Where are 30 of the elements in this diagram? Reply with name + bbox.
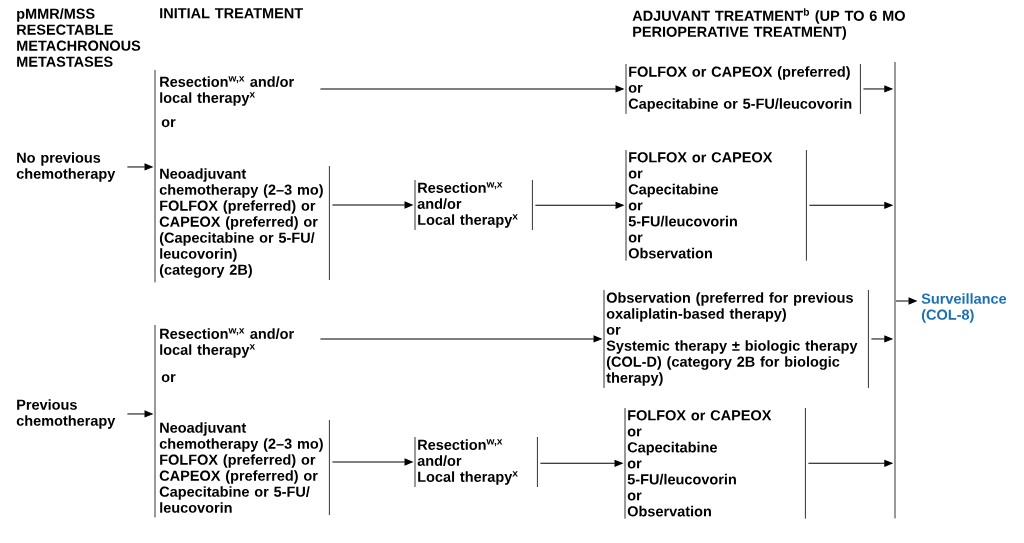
arrow (126, 410, 153, 418)
treatment-box: Resection$^{w,x}$ and/or Local therapy$^{x}$ (414, 179, 533, 231)
arrow (539, 459, 623, 467)
arrow (808, 201, 893, 209)
treatment-box: Observation (preferred for previous oxaliplatin-based therapy) or Systemic therapy ± biologic therapy (COL-D) (category 2B for biologic therapy) (603, 289, 869, 389)
column-heading: INITIAL TREATMENT (160, 8, 303, 19)
collector-line (894, 61, 896, 519)
column-heading: pMMR/MSS RESECTABLE METACHRONOUS METASTASES (17, 8, 141, 67)
arrow (319, 335, 602, 343)
arrow (807, 459, 893, 467)
arrow (534, 201, 624, 209)
entry-text: No previous chemotherapy (16, 152, 116, 182)
treatment-box: FOLFOX or CAPEOX or Capecitabine or 5-FU/leucovorin or Observation (625, 149, 807, 262)
treatment-box: Resection$^{w,x}$ and/or Local therapy$^{x}$ (414, 436, 538, 488)
option-text: Resection$^{w,x}$ and/or local therapy$^{x}$ (160, 76, 294, 106)
arrow (331, 458, 413, 466)
option-text: Resection$^{w,x}$ and/or local therapy$^{x}$ (160, 328, 294, 358)
treatment-box: Neoadjuvant chemotherapy (2–3 mo) FOLFOX (preferred) or CAPEOX (preferred) or (Capecitabine or 5-FU/ leucovorin) (category 2B) (159, 165, 330, 281)
treatment-box: Neoadjuvant chemotherapy (2–3 mo) FOLFOX (preferred) or CAPEOX (preferred) or Capecitabine or 5-FU/ leucovorin (159, 419, 330, 516)
arrow (870, 335, 893, 343)
arrow (319, 85, 624, 93)
column-heading: ADJUVANT TREATMENT$^{b}$ (UP TO 6 MO PERIOPERATIVE TREATMENT) (632, 8, 905, 40)
arrow (862, 85, 893, 93)
link-text: Surveillance (COL-8) (921, 293, 1007, 323)
treatment-box: FOLFOX or CAPEOX (preferred) or Capecitabine or 5-FU/leucovorin (625, 63, 861, 115)
entry-text: Previous chemotherapy (16, 399, 116, 429)
arrow (895, 297, 917, 305)
arrow (331, 201, 413, 209)
treatment-box: FOLFOX or CAPEOX or Capecitabine or 5-FU/leucovorin or Observation (624, 407, 806, 520)
arrow (126, 163, 153, 171)
